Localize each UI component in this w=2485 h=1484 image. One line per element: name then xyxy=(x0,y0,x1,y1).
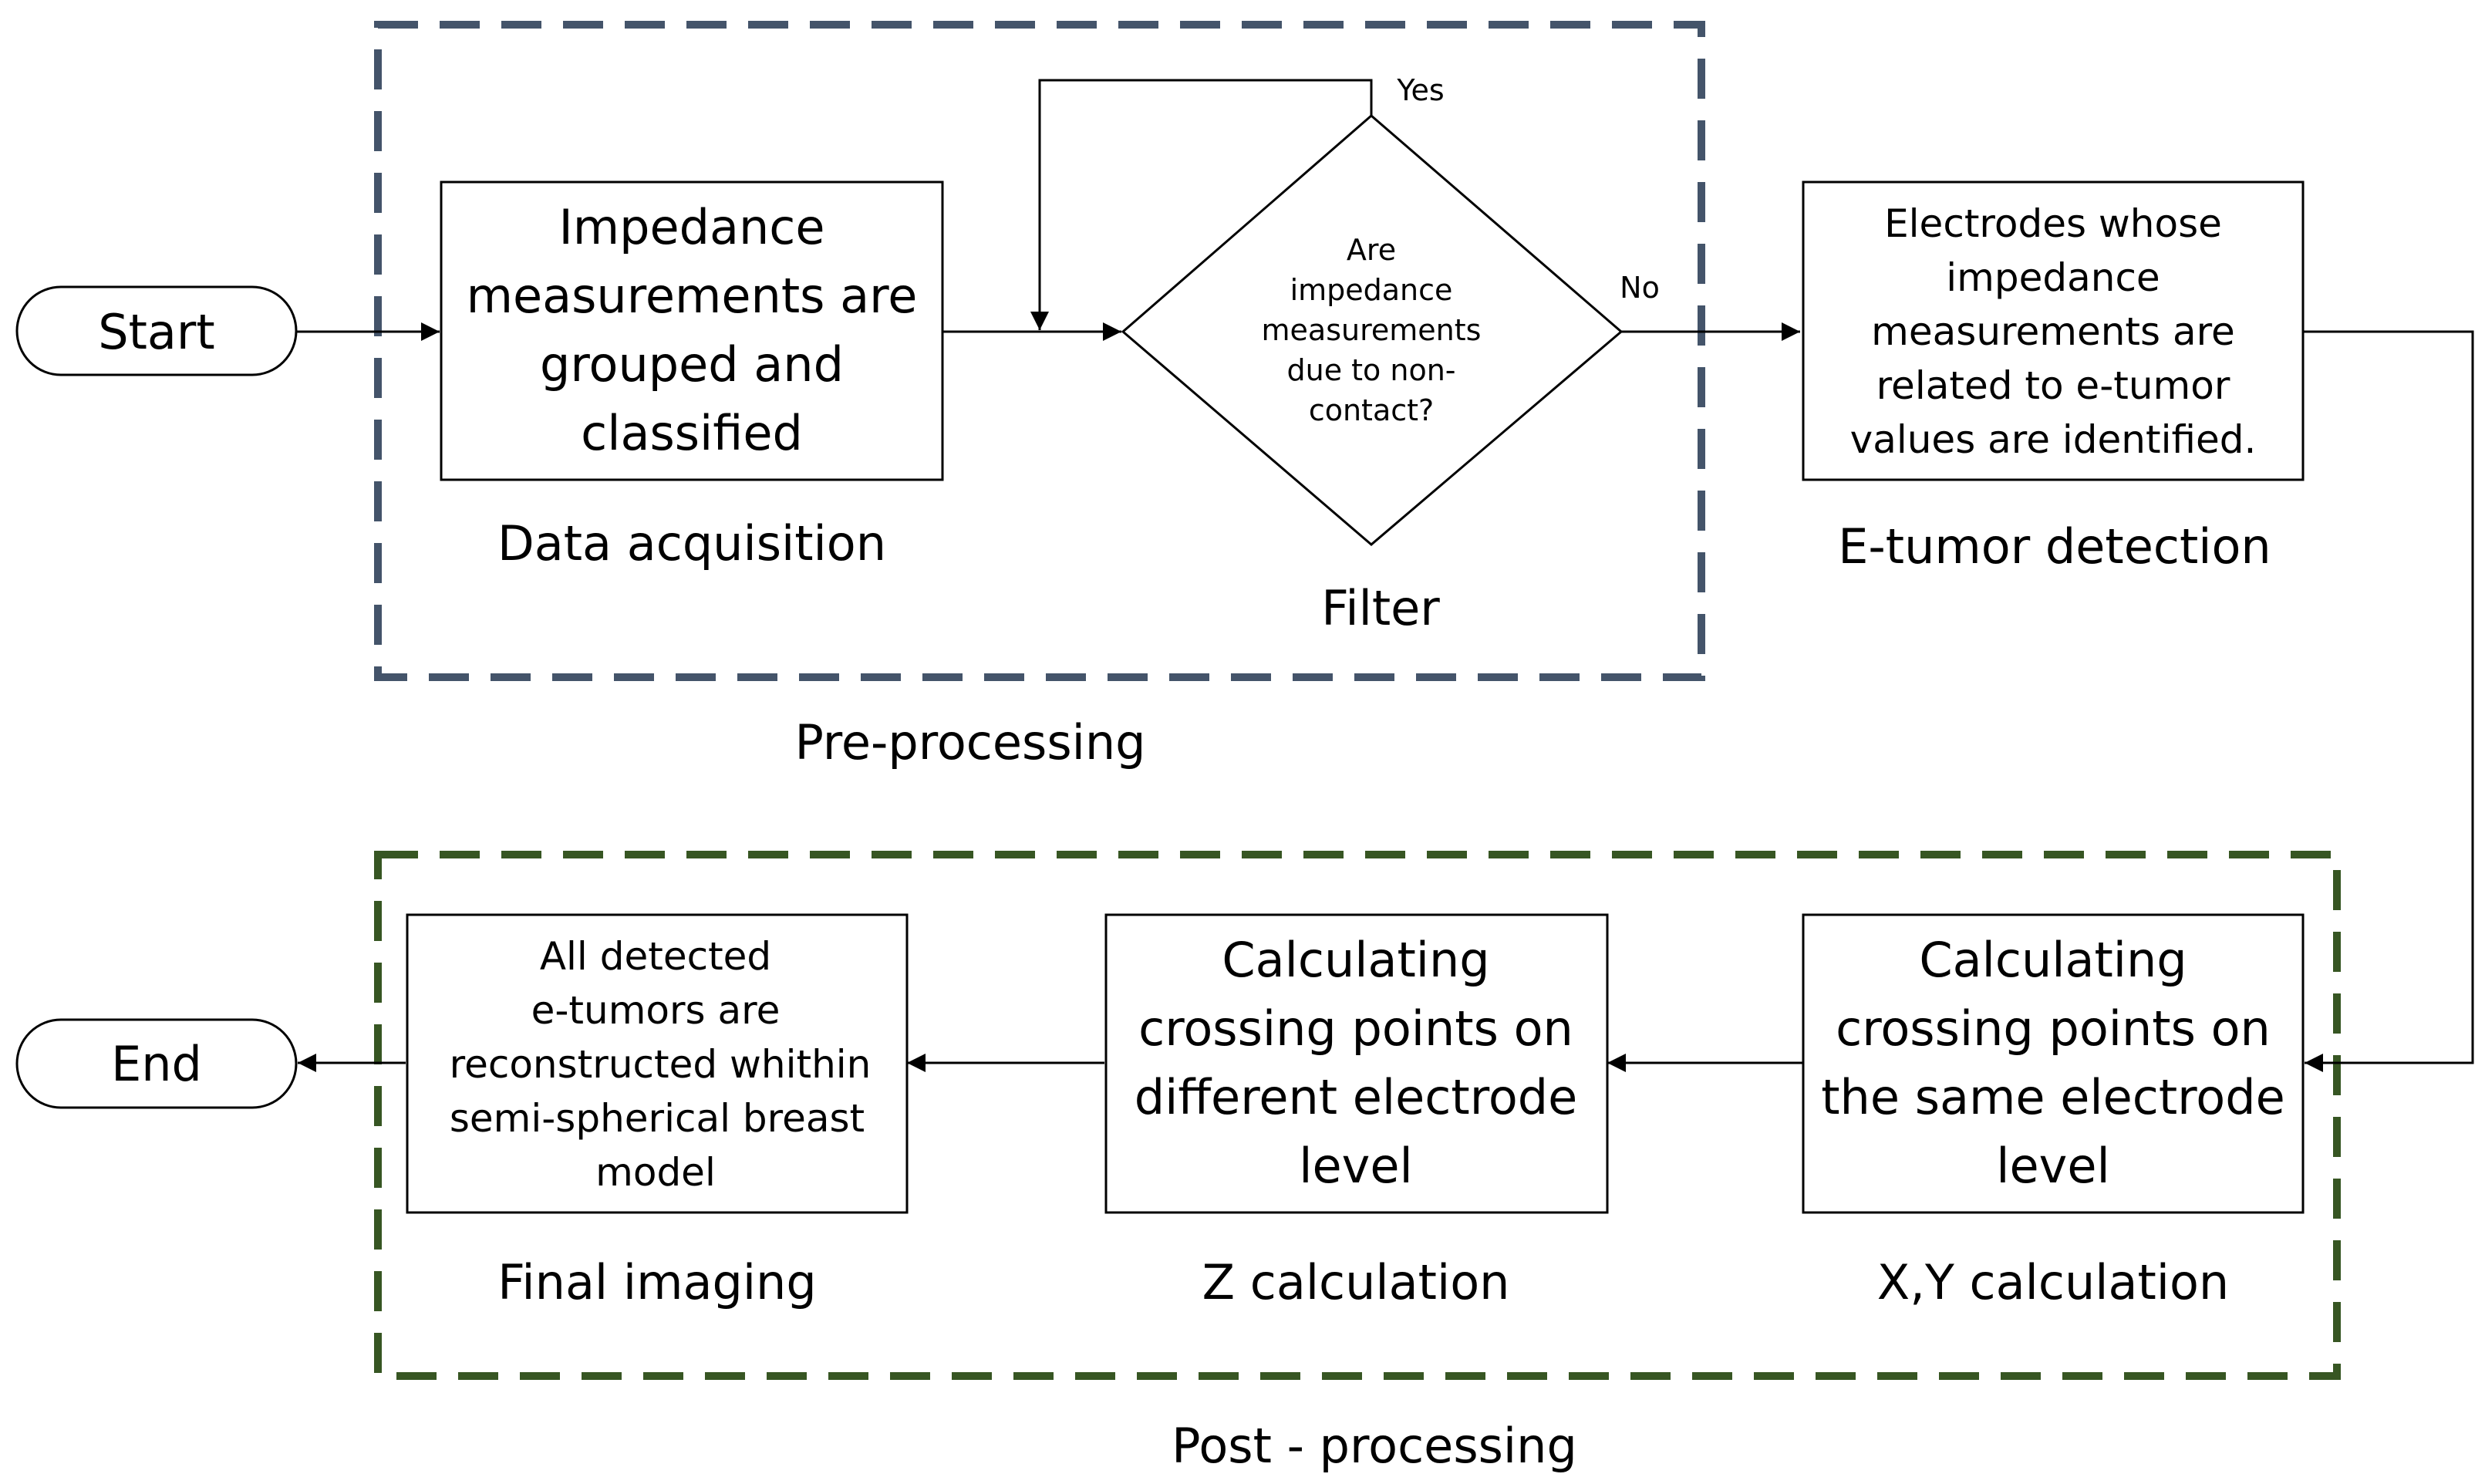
z-line-1: Calculating xyxy=(1222,932,1489,988)
e-tumor-detection-caption: E-tumor detection xyxy=(1838,518,2271,575)
acquisition-line-2: measurements are xyxy=(467,268,918,324)
z-calculation-caption: Z calculation xyxy=(1202,1254,1510,1310)
filter-line-5: contact? xyxy=(1309,393,1434,427)
z-line-2: crossing points on xyxy=(1138,1000,1573,1057)
filter-line-4: due to non- xyxy=(1286,353,1455,387)
xy-line-1: Calculating xyxy=(1919,932,2187,988)
final-imaging-caption: Final imaging xyxy=(497,1254,816,1310)
final-imaging-step: All detected e-tumors are reconstructed … xyxy=(406,913,909,1214)
detection-line-5: values are identified. xyxy=(1850,417,2257,462)
detection-line-3: measurements are xyxy=(1871,309,2235,354)
filter-no-label: No xyxy=(1620,271,1660,305)
filter-line-1: Are xyxy=(1347,233,1396,267)
filter-decision: Are impedance measurements due to non- c… xyxy=(1121,114,1624,546)
end-label: End xyxy=(111,1036,202,1092)
start-label: Start xyxy=(98,304,214,360)
final-line-3: reconstructed whithin xyxy=(450,1042,872,1087)
detection-line-2: impedance xyxy=(1946,255,2160,300)
acquisition-line-3: grouped and xyxy=(540,336,844,393)
filter-caption: Filter xyxy=(1321,580,1440,636)
filter-yes-label: Yes xyxy=(1396,73,1444,107)
filter-line-2: impedance xyxy=(1290,273,1453,307)
final-line-4: semi-spherical breast xyxy=(450,1096,865,1141)
detection-line-1: Electrodes whose xyxy=(1884,201,2222,246)
xy-line-2: crossing points on xyxy=(1836,1000,2271,1057)
z-line-4: level xyxy=(1299,1138,1412,1194)
z-calculation-step: Calculating crossing points on different… xyxy=(1104,913,1609,1214)
acquisition-line-1: Impedance xyxy=(558,199,824,255)
final-line-2: e-tumors are xyxy=(531,988,781,1033)
post-processing-label: Post - processing xyxy=(1172,1418,1577,1474)
xy-line-3: the same electrode xyxy=(1821,1069,2284,1125)
final-line-5: model xyxy=(595,1150,716,1195)
e-tumor-detection-step: Electrodes whose impedance measurements … xyxy=(1802,180,2305,481)
xy-line-4: level xyxy=(1996,1138,2109,1194)
end-terminal: End xyxy=(15,1018,298,1109)
xy-calculation-caption: X,Y calculation xyxy=(1877,1254,2229,1310)
xy-calculation-step: Calculating crossing points on the same … xyxy=(1802,913,2305,1214)
z-line-3: different electrode xyxy=(1135,1069,1578,1125)
edge-detection-to-xy xyxy=(2303,330,2474,1072)
start-terminal: Start xyxy=(15,285,298,376)
final-line-1: All detected xyxy=(540,934,771,979)
edge-filter-yes-loop xyxy=(1030,79,1373,330)
acquisition-line-4: classified xyxy=(581,405,803,461)
filter-line-3: measurements xyxy=(1262,313,1482,347)
detection-line-4: related to e-tumor xyxy=(1876,363,2230,408)
pre-processing-label: Pre-processing xyxy=(794,714,1145,771)
data-acquisition-caption: Data acquisition xyxy=(497,515,886,572)
data-acquisition-step: Impedance measurements are grouped and c… xyxy=(440,180,944,481)
post-processing-group xyxy=(374,851,2341,1380)
